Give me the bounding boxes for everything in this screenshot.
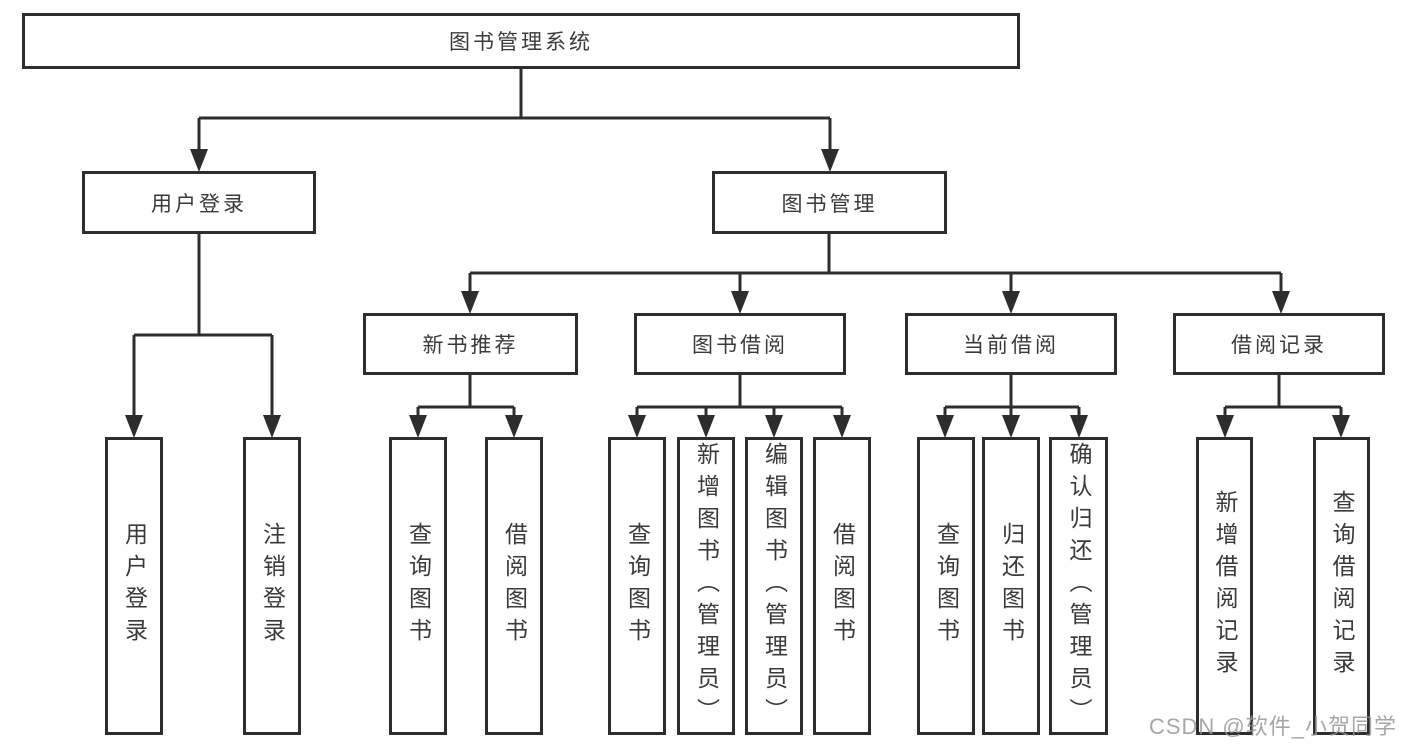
- leaf-confirm-return-admin-label: 确认归还（管理员）: [1066, 442, 1092, 730]
- leaf-edit-books-admin: 编辑图书（管理员）: [745, 437, 803, 735]
- leaf-query-borrow-record: 查询借阅记录: [1313, 437, 1370, 735]
- leaf-user-login: 用户登录: [105, 437, 163, 735]
- node-new-book-recommend: 新书推荐: [363, 313, 578, 375]
- leaf-add-borrow-record: 新增借阅记录: [1196, 437, 1253, 735]
- leaf-add-books-admin-label: 新增图书（管理员）: [693, 442, 720, 730]
- leaf-return-books-label: 归还图书: [998, 522, 1025, 650]
- watermark: CSDN @软件_小贺同学: [1148, 714, 1397, 739]
- leaf-edit-books-admin-label: 编辑图书（管理员）: [761, 442, 788, 730]
- leaf-borrow-books-1: 借阅图书: [485, 437, 543, 735]
- node-library-management-system: 图书管理系统: [22, 13, 1020, 69]
- leaf-query-books-1: 查询图书: [389, 437, 447, 735]
- leaf-add-books-admin: 新增图书（管理员）: [677, 437, 735, 735]
- leaf-query-books-3-label: 查询图书: [933, 522, 960, 650]
- node-book-borrow: 图书借阅: [634, 313, 846, 375]
- leaf-query-books-3: 查询图书: [917, 437, 975, 735]
- leaf-user-login-label: 用户登录: [121, 522, 148, 650]
- node-borrow-records: 借阅记录: [1173, 313, 1385, 375]
- leaf-borrow-books-1-label: 借阅图书: [501, 522, 528, 650]
- leaf-borrow-books-2-label: 借阅图书: [829, 522, 856, 650]
- arrowheads: [125, 149, 1350, 438]
- node-user-login: 用户登录: [82, 171, 316, 234]
- leaf-query-books-2: 查询图书: [608, 437, 666, 735]
- leaf-borrow-books-2: 借阅图书: [813, 437, 871, 735]
- leaf-query-books-1-label: 查询图书: [405, 522, 432, 650]
- leaf-add-borrow-record-label: 新增借阅记录: [1212, 490, 1238, 682]
- leaf-logout: 注销登录: [243, 437, 301, 735]
- leaf-return-books: 归还图书: [982, 437, 1040, 735]
- leaf-logout-label: 注销登录: [259, 522, 286, 650]
- node-current-borrow: 当前借阅: [905, 313, 1117, 375]
- leaf-confirm-return-admin: 确认归还（管理员）: [1049, 437, 1108, 735]
- node-book-management: 图书管理: [712, 171, 947, 234]
- leaf-query-books-2-label: 查询图书: [624, 522, 651, 650]
- leaf-query-borrow-record-label: 查询借阅记录: [1329, 490, 1355, 682]
